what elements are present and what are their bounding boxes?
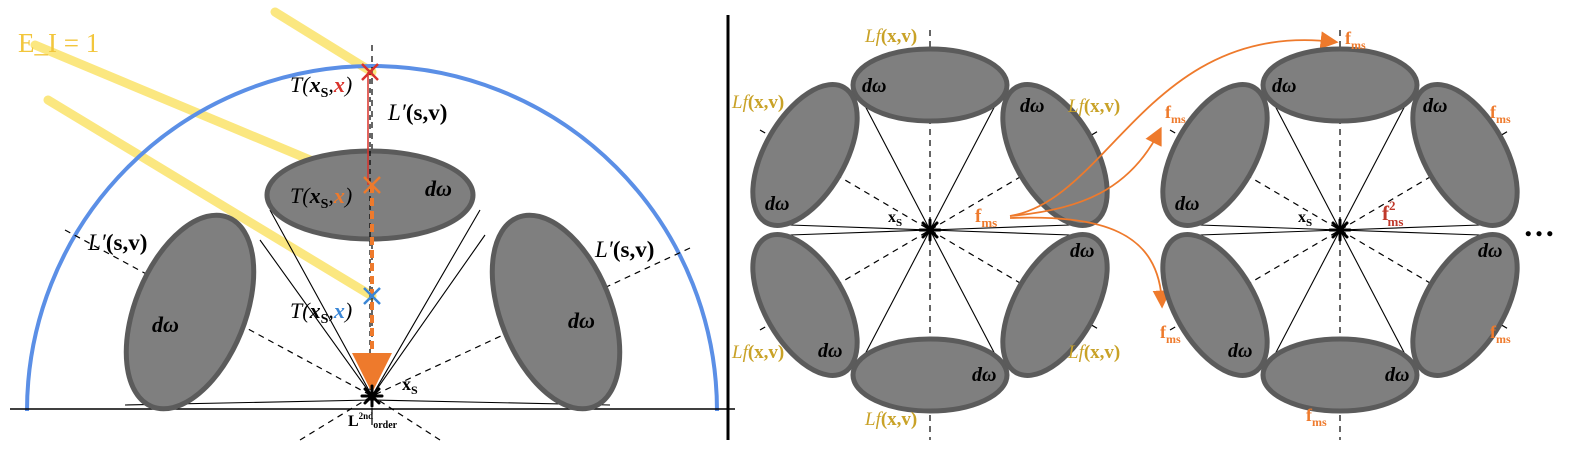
r1-lobe-bottom xyxy=(850,336,1010,414)
r2-lobe-bottom xyxy=(1260,336,1420,414)
r1-xs-label: xS xyxy=(888,209,902,229)
left-panel: E_I = 1 T(xS,x) T(xS,x) T(xS,x) L′(s,v) … xyxy=(10,7,735,441)
r1-lobe-top xyxy=(850,46,1010,124)
r2-fms-top: fms xyxy=(1345,28,1366,52)
orange-x-marker xyxy=(363,176,381,194)
left-star-icon xyxy=(360,384,384,408)
r1-star-icon xyxy=(918,218,942,242)
r1-lobe-lr xyxy=(1000,232,1110,378)
r1-domega-ll: dω xyxy=(818,340,842,362)
xs-left-label: xS xyxy=(402,374,418,397)
r2-domega-lr: dω xyxy=(1478,240,1502,262)
blue-x-marker xyxy=(363,287,381,305)
r1-fms-label: fms xyxy=(975,206,997,230)
red-x-marker xyxy=(361,63,379,81)
r2-lobe-ur xyxy=(1410,82,1520,228)
r2-star-icon xyxy=(1328,218,1352,242)
L2nd-order-label: L2ndorder xyxy=(348,411,398,431)
r2-domega-top: dω xyxy=(1272,75,1296,97)
domega-left-label: dω xyxy=(152,312,179,337)
r2-xs-label: xS xyxy=(1298,209,1312,229)
T-bot-label: T(xS,x) xyxy=(290,298,352,327)
r1-Lf-ul: Lf(x,v) xyxy=(731,92,784,113)
r1-Lf-top: Lf(x,v) xyxy=(864,26,917,47)
fms-arrows xyxy=(1009,31,1339,309)
hemisphere-dome xyxy=(25,64,719,412)
r2-fms-ul: fms xyxy=(1165,102,1186,126)
lobe-right xyxy=(489,212,623,412)
T-mid-label: T(xS,x) xyxy=(290,183,352,212)
r2-fms-bottom: fms xyxy=(1306,405,1327,429)
r1-Lf-bottom: Lf(x,v) xyxy=(864,409,917,430)
r1-domega-lr: dω xyxy=(1070,240,1094,262)
r2-domega-ul: dω xyxy=(1175,193,1199,215)
rosette-1-cones xyxy=(789,99,1071,361)
lobe-left xyxy=(123,212,257,412)
r2-domega-ll: dω xyxy=(1228,340,1252,362)
r2-fms-ur: fms xyxy=(1490,102,1511,126)
r1-lobe-ll xyxy=(750,232,860,378)
r2-domega-bottom: dω xyxy=(1385,364,1409,386)
ei-label: E_I = 1 xyxy=(18,28,99,58)
ellipsis: … xyxy=(1523,207,1555,243)
r1-domega-bottom: dω xyxy=(972,364,996,386)
r1-domega-top: dω xyxy=(862,75,886,97)
T-top-label: T(xS,x) xyxy=(290,72,352,101)
r2-domega-ur: dω xyxy=(1423,95,1447,117)
r2-lobe-ll xyxy=(1160,232,1270,378)
r2-lobe-top xyxy=(1260,46,1420,124)
L-prime-left-label: L′(s,v) xyxy=(87,230,147,255)
r2-fms-ll: fms xyxy=(1160,322,1181,346)
rosette-2-cones xyxy=(1199,99,1481,361)
r1-Lf-lr: Lf(x,v) xyxy=(1067,342,1120,363)
r1-domega-ul: dω xyxy=(765,193,789,215)
rosette-1: dω dω dω dω dω dω Lf(x,v) Lf(x,v) Lf(x,v… xyxy=(731,26,1120,440)
L-prime-right-label: L′(s,v) xyxy=(594,237,654,262)
domega-right-label: dω xyxy=(568,308,595,333)
domega-top-label: dω xyxy=(425,176,452,201)
r1-Lf-ur: Lf(x,v) xyxy=(1067,96,1120,117)
L-prime-top-label: L′(s,v) xyxy=(387,100,447,125)
r2-lobe-ul xyxy=(1160,82,1270,228)
r2-lobe-lr xyxy=(1410,232,1520,378)
r2-fms-lr: fms xyxy=(1490,322,1511,346)
r1-Lf-ll: Lf(x,v) xyxy=(731,342,784,363)
r1-lobe-ul xyxy=(750,82,860,228)
r1-lobe-ur xyxy=(1000,82,1110,228)
r1-domega-ur: dω xyxy=(1020,95,1044,117)
